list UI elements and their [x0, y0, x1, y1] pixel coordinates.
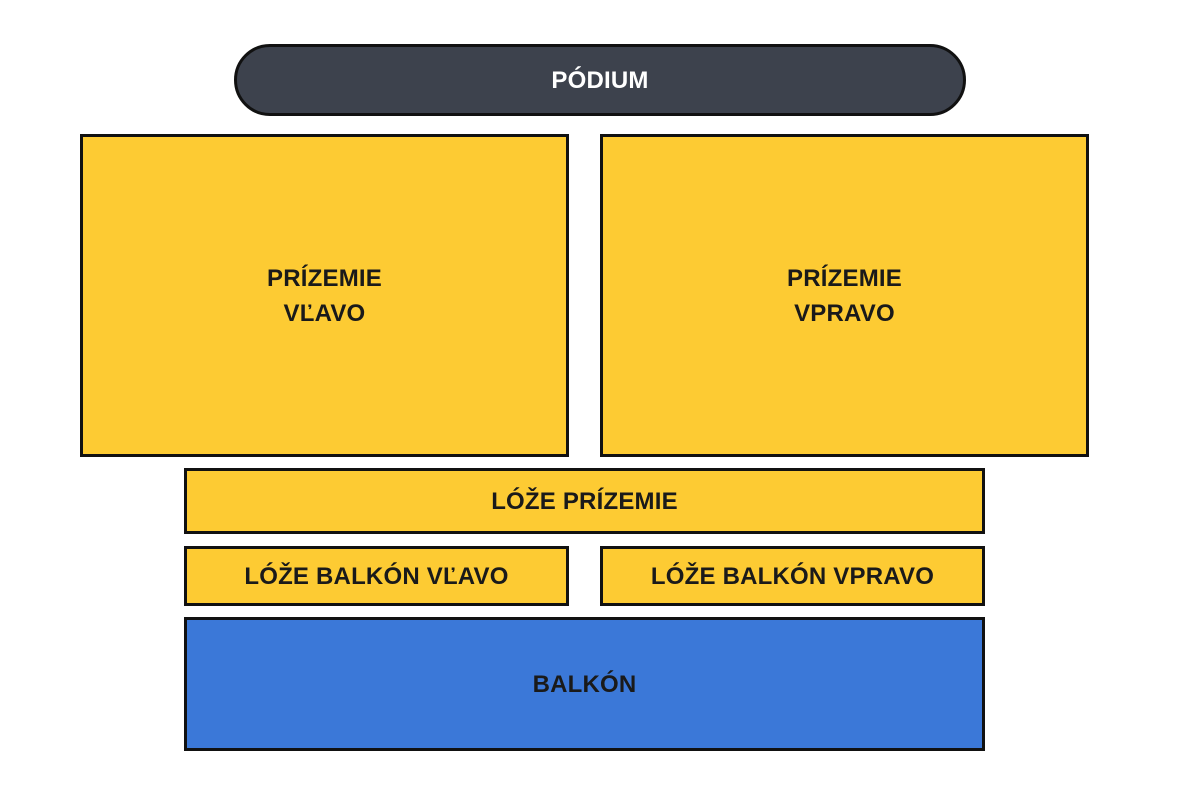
section-balcony-boxes-left-label: LÓŽE BALKÓN VĽAVO — [244, 562, 509, 590]
section-ground-floor-right-line2: VPRAVO — [794, 299, 895, 327]
section-ground-floor-left-labels: PRÍZEMIE VĽAVO — [267, 261, 382, 331]
section-balcony-boxes-right-label: LÓŽE BALKÓN VPRAVO — [650, 562, 935, 590]
section-ground-floor-right-line1: PRÍZEMIE — [787, 264, 902, 292]
section-ground-floor-boxes[interactable]: LÓŽE PRÍZEMIE — [184, 468, 985, 534]
section-balcony[interactable]: BALKÓN — [184, 617, 985, 751]
section-balcony-boxes-left[interactable]: LÓŽE BALKÓN VĽAVO — [184, 546, 569, 606]
stage-label: PÓDIUM — [551, 66, 649, 94]
section-balcony-label: BALKÓN — [532, 670, 637, 698]
section-ground-floor-right[interactable]: PRÍZEMIE VPRAVO — [600, 134, 1089, 457]
section-ground-floor-left[interactable]: PRÍZEMIE VĽAVO — [80, 134, 569, 457]
section-balcony-boxes-right[interactable]: LÓŽE BALKÓN VPRAVO — [600, 546, 985, 606]
section-ground-floor-right-labels: PRÍZEMIE VPRAVO — [787, 261, 902, 331]
section-ground-floor-left-line2: VĽAVO — [283, 299, 366, 327]
section-ground-floor-left-line1: PRÍZEMIE — [267, 264, 382, 292]
stage-podium: PÓDIUM — [234, 44, 966, 116]
section-ground-floor-boxes-label: LÓŽE PRÍZEMIE — [491, 487, 678, 515]
